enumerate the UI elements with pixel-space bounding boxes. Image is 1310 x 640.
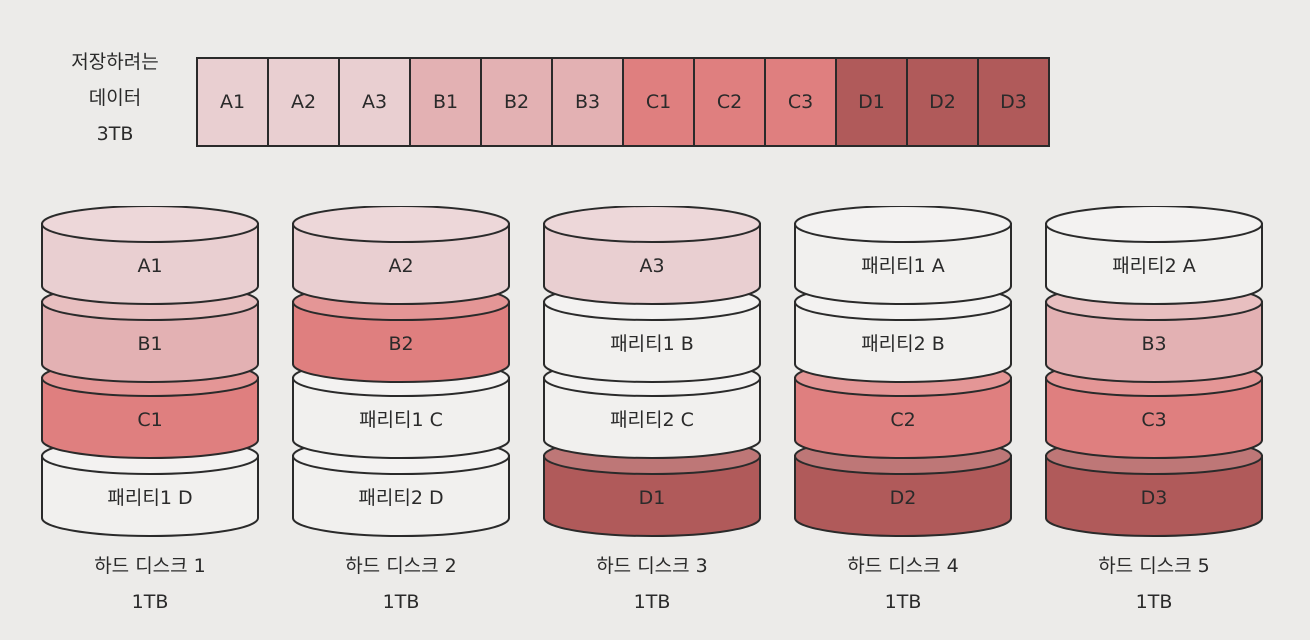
segment-label: B2 (388, 333, 413, 355)
segment-label: C2 (890, 409, 915, 431)
segment-top (543, 206, 761, 243)
segment-label: B3 (1141, 333, 1166, 355)
segment-label: A2 (388, 255, 413, 277)
segment-label: 패리티1 A (861, 255, 945, 277)
segment-highlight (43, 207, 257, 241)
segment-body (1045, 301, 1263, 383)
data-block-c3: C3 (766, 59, 835, 145)
segment-body (292, 455, 510, 537)
data-block-a1: A1 (198, 59, 267, 145)
segment-body (543, 223, 761, 305)
disk-5-segment-1: 패리티2 A (1045, 206, 1263, 305)
segment-label: 패리티2 B (861, 333, 945, 355)
segment-body (794, 377, 1012, 459)
data-label-line-2: 데이터 (88, 87, 142, 109)
data-block-b1: B1 (411, 59, 480, 145)
disk-2-cylinder: 패리티2 D 패리티1 C B2 A2 (292, 206, 510, 537)
disk-1-cylinder: 패리티1 D C1 B1 A1 (41, 206, 259, 537)
segment-body (1045, 223, 1263, 305)
segment-label: 패리티1 C (359, 409, 443, 431)
data-label: 저장하려는 데이터 3TB (40, 44, 190, 152)
data-block-a3: A3 (340, 59, 409, 145)
disk-4-name: 하드 디스크 4 (847, 555, 959, 577)
segment-label: 패리티2 C (610, 409, 694, 431)
disk-4-cylinder: D2 C2 패리티2 B 패리티1 A (794, 206, 1012, 537)
disk-2-size: 1TB (382, 591, 420, 613)
data-block-d2: D2 (908, 59, 977, 145)
segment-label: 패리티2 D (358, 487, 443, 509)
segment-top (41, 206, 259, 243)
data-block-c1: C1 (624, 59, 693, 145)
segment-label: D1 (639, 487, 666, 509)
segment-body (1045, 455, 1263, 537)
disk-3-segment-1: A3 (543, 206, 761, 305)
disk-5-size: 1TB (1135, 591, 1173, 613)
hard-disk-5: D3 C3 B3 패리티2 A 하드 디스크 5 1TB (1044, 206, 1264, 613)
segment-body (41, 377, 259, 459)
segment-body (41, 223, 259, 305)
disk-1-name: 하드 디스크 1 (94, 555, 206, 577)
segment-body (794, 301, 1012, 383)
data-block-d1: D1 (837, 59, 906, 145)
segment-label: D3 (1141, 487, 1168, 509)
segment-top (292, 206, 510, 243)
segment-label: B1 (137, 333, 162, 355)
disk-5-name: 하드 디스크 5 (1098, 555, 1210, 577)
segment-label: A3 (639, 255, 664, 277)
segment-body (543, 301, 761, 383)
hard-disk-1: 패리티1 D C1 B1 A1 하드 디스크 1 1TB (40, 206, 260, 613)
data-block-b2: B2 (482, 59, 551, 145)
data-block-strip: A1 A2 A3 B1 B2 B3 C1 C2 C3 D1 D2 D3 (196, 57, 1050, 147)
disk-2-name: 하드 디스크 2 (345, 555, 457, 577)
disk-3-size: 1TB (633, 591, 671, 613)
hard-disk-4: D2 C2 패리티2 B 패리티1 A 하드 디스크 4 1TB (793, 206, 1013, 613)
segment-highlight (545, 207, 759, 241)
disk-5-cylinder: D3 C3 B3 패리티2 A (1045, 206, 1263, 537)
data-label-line-1: 저장하려는 (71, 51, 159, 73)
disk-1-segment-1: A1 (41, 206, 259, 305)
data-block-c2: C2 (695, 59, 764, 145)
segment-body (41, 301, 259, 383)
disk-1-size: 1TB (131, 591, 169, 613)
segment-label: D2 (890, 487, 917, 509)
data-block-b3: B3 (553, 59, 622, 145)
disk-4-segment-1: 패리티1 A (794, 206, 1012, 305)
segment-label: 패리티1 D (107, 487, 192, 509)
hard-disk-3: D1 패리티2 C 패리티1 B A3 하드 디스크 3 1TB (542, 206, 762, 613)
segment-label: 패리티2 A (1112, 255, 1196, 277)
segment-label: C3 (1141, 409, 1166, 431)
segment-body (794, 455, 1012, 537)
segment-top (794, 206, 1012, 243)
disk-4-size: 1TB (884, 591, 922, 613)
segment-body (292, 223, 510, 305)
segment-label: A1 (137, 255, 162, 277)
segment-label: 패리티1 B (610, 333, 694, 355)
segment-body (1045, 377, 1263, 459)
segment-top (1045, 206, 1263, 243)
segment-body (543, 455, 761, 537)
segment-body (41, 455, 259, 537)
segment-body (292, 377, 510, 459)
disk-3-cylinder: D1 패리티2 C 패리티1 B A3 (543, 206, 761, 537)
segment-body (794, 223, 1012, 305)
segment-body (543, 377, 761, 459)
segment-highlight (294, 207, 508, 241)
segment-body (292, 301, 510, 383)
data-label-line-3: 3TB (96, 123, 134, 145)
disk-3-name: 하드 디스크 3 (596, 555, 708, 577)
data-block-a2: A2 (269, 59, 338, 145)
segment-highlight (1047, 207, 1261, 241)
hard-disk-2: 패리티2 D 패리티1 C B2 A2 하드 디스크 2 1TB (291, 206, 511, 613)
segment-highlight (796, 207, 1010, 241)
disk-2-segment-1: A2 (292, 206, 510, 305)
segment-label: C1 (137, 409, 162, 431)
data-block-d3: D3 (979, 59, 1048, 145)
